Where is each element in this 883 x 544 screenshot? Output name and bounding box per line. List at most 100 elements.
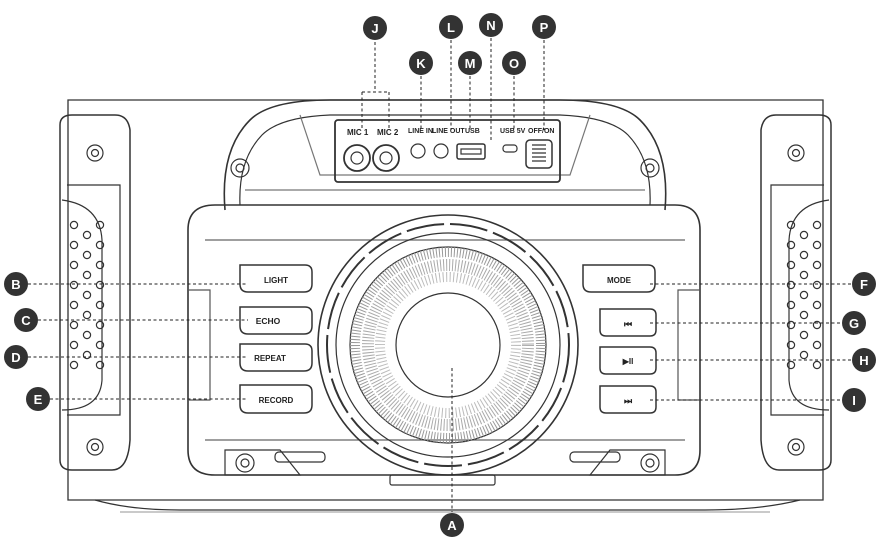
callout-B-text: B	[11, 277, 20, 292]
callout-N-text: N	[486, 18, 495, 33]
line-out-jack[interactable]	[433, 143, 449, 159]
left-grille-hole	[95, 300, 105, 310]
mode-button-label: MODE	[607, 276, 632, 285]
left-grille-hole	[95, 340, 105, 350]
left-grille-hole	[82, 270, 92, 280]
left-grille-hole	[95, 320, 105, 330]
left-foot	[224, 449, 302, 476]
callout-B	[4, 272, 28, 296]
play-pause-button-icon: ▶II	[622, 357, 634, 366]
right-grille-hole	[812, 340, 822, 350]
repeat-button[interactable]	[239, 343, 313, 372]
right-grille-hole	[812, 240, 822, 250]
callout-H	[852, 348, 876, 372]
echo-button-label: ECHO	[256, 316, 281, 326]
prev-button[interactable]	[599, 308, 657, 337]
leader-J	[361, 42, 390, 130]
callout-J-text: J	[371, 21, 378, 36]
callout-N	[479, 13, 503, 37]
usb-label: USB	[465, 128, 480, 135]
callout-P-text: P	[540, 20, 549, 35]
callout-J	[363, 16, 387, 40]
callout-F	[852, 272, 876, 296]
right-grille-hole	[786, 340, 796, 350]
line-out-label: LINE OUT	[432, 128, 465, 135]
record-button[interactable]	[239, 384, 313, 414]
top-handle	[223, 99, 667, 211]
right-grille-hole	[812, 220, 822, 230]
callout-O-text: O	[509, 56, 519, 71]
callout-I-text: I	[852, 393, 856, 408]
left-grille-hole	[69, 220, 79, 230]
next-button-icon: ⏭	[624, 396, 633, 406]
mic1-label: MIC 1	[347, 128, 369, 137]
callout-L	[439, 15, 463, 39]
callout-A-text: A	[447, 518, 457, 533]
mic2-jack[interactable]	[372, 144, 400, 172]
right-grille-hole	[786, 260, 796, 270]
prev-button-icon: ⏮	[624, 319, 632, 329]
left-grille-hole	[82, 230, 92, 240]
callout-P	[532, 15, 556, 39]
right-grille-hole	[786, 220, 796, 230]
callout-C-text: C	[21, 313, 31, 328]
callout-E	[26, 387, 50, 411]
woofer	[317, 214, 579, 476]
right-grille-hole	[799, 310, 809, 320]
line-in-jack[interactable]	[410, 143, 426, 159]
callout-E-text: E	[34, 392, 43, 407]
right-grille-hole	[812, 360, 822, 370]
callout-A	[440, 513, 464, 537]
mic1-jack[interactable]	[343, 144, 371, 172]
callout-I	[842, 388, 866, 412]
right-grille-hole	[786, 240, 796, 250]
callout-D-text: D	[11, 350, 20, 365]
right-foot	[588, 449, 666, 476]
front-bezel	[187, 204, 701, 476]
callout-L-text: L	[447, 20, 455, 35]
callout-H-text: H	[859, 353, 868, 368]
callout-K-text: K	[416, 56, 426, 71]
left-grille-hole	[95, 360, 105, 370]
left-grille-hole	[82, 250, 92, 260]
callout-M	[458, 51, 482, 75]
callout-O	[502, 51, 526, 75]
callout-M-text: M	[465, 56, 476, 71]
right-grille-hole	[812, 260, 822, 270]
right-grille-hole	[799, 230, 809, 240]
left-grille-hole	[82, 310, 92, 320]
right-grille-hole	[812, 320, 822, 330]
next-button[interactable]	[599, 385, 657, 414]
right-grille-hole	[786, 300, 796, 310]
right-grille-hole	[799, 270, 809, 280]
left-side-grip	[59, 114, 131, 471]
play-pause-button[interactable]	[599, 346, 657, 375]
usb-5v-port[interactable]	[502, 144, 518, 153]
left-grille-hole	[69, 360, 79, 370]
power-switch[interactable]	[525, 139, 553, 169]
left-grille-hole	[69, 320, 79, 330]
mic2-label: MIC 2	[377, 128, 399, 137]
left-grille-hole	[82, 330, 92, 340]
left-grille-hole	[95, 280, 105, 290]
line-in-label: LINE IN	[408, 128, 433, 135]
right-grille-hole	[786, 280, 796, 290]
left-grille-hole	[69, 280, 79, 290]
callout-G-text: G	[849, 316, 859, 331]
usb-port[interactable]	[456, 143, 486, 160]
top-control-panel	[334, 119, 561, 183]
light-button[interactable]	[239, 264, 313, 293]
echo-button[interactable]	[239, 306, 313, 335]
left-grille-hole	[95, 260, 105, 270]
right-side-grip	[760, 114, 832, 471]
right-grille-hole	[786, 320, 796, 330]
callout-D	[4, 345, 28, 369]
callout-C	[14, 308, 38, 332]
left-grille-hole	[82, 350, 92, 360]
light-button-label: LIGHT	[264, 276, 288, 285]
left-grille-hole	[82, 290, 92, 300]
right-grille-hole	[799, 330, 809, 340]
mode-button[interactable]	[582, 264, 656, 293]
right-grille-hole	[799, 250, 809, 260]
